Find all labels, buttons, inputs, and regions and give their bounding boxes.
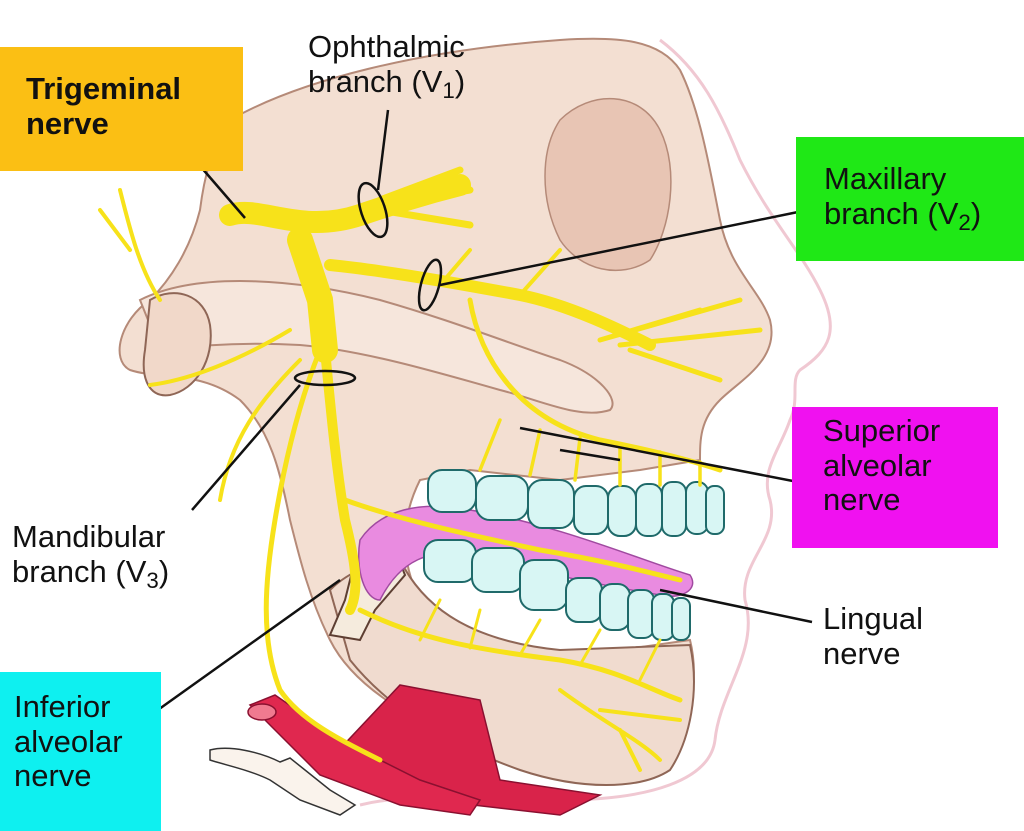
maxillary-line1: Maxillary [824,161,947,196]
superior-line2: alveolar [823,447,932,483]
mandibular-line1: Mandibular [12,519,166,554]
superior-alveolar-label: Superior alveolar nerve [823,413,941,518]
mandibular-branch-label: Mandibular branch (V3) [12,519,170,593]
ophthalmic-line2: branch (V1) [308,63,466,103]
inferior-line2: alveolar [14,723,123,759]
superior-alveolar-label-box [792,407,998,548]
leader-lines [154,109,813,714]
ophthalmic-line1: Ophthalmic [308,29,465,64]
orbit-shadow [544,98,672,272]
nerve-branches [98,166,763,772]
trigeminal-line1: Trigeminal [26,71,182,106]
maxillary-branch-label-box [796,137,1024,261]
maxillary-branch-label: Maxillary branch (V2) [824,161,982,235]
trigeminal-nerve-label-box [0,47,243,171]
hyoid-bone [209,747,357,816]
lingual-line1: Lingual [823,601,923,636]
face-skin-outline [359,38,832,807]
upper-teeth [427,469,725,537]
maxillary-line2: branch (V2) [824,195,982,235]
superior-line1: Superior [823,413,941,448]
trigeminal-nerve-label: Trigeminal nerve [26,71,182,141]
trigeminal-line2: nerve [26,105,109,141]
superior-line3: nerve [823,482,901,518]
inferior-line1: Inferior [14,689,111,724]
lower-teeth [423,539,691,641]
mandibular-line2: branch (V3) [12,553,170,593]
lingual-nerve-label: Lingual nerve [823,601,923,671]
inferior-line3: nerve [14,758,92,794]
inferior-alveolar-label-box [0,672,161,831]
inferior-alveolar-label: Inferior alveolar nerve [14,689,123,794]
lingual-line2: nerve [823,635,901,671]
zygomatic-arch [138,280,614,414]
ophthalmic-branch-label: Ophthalmic branch (V1) [308,29,466,103]
